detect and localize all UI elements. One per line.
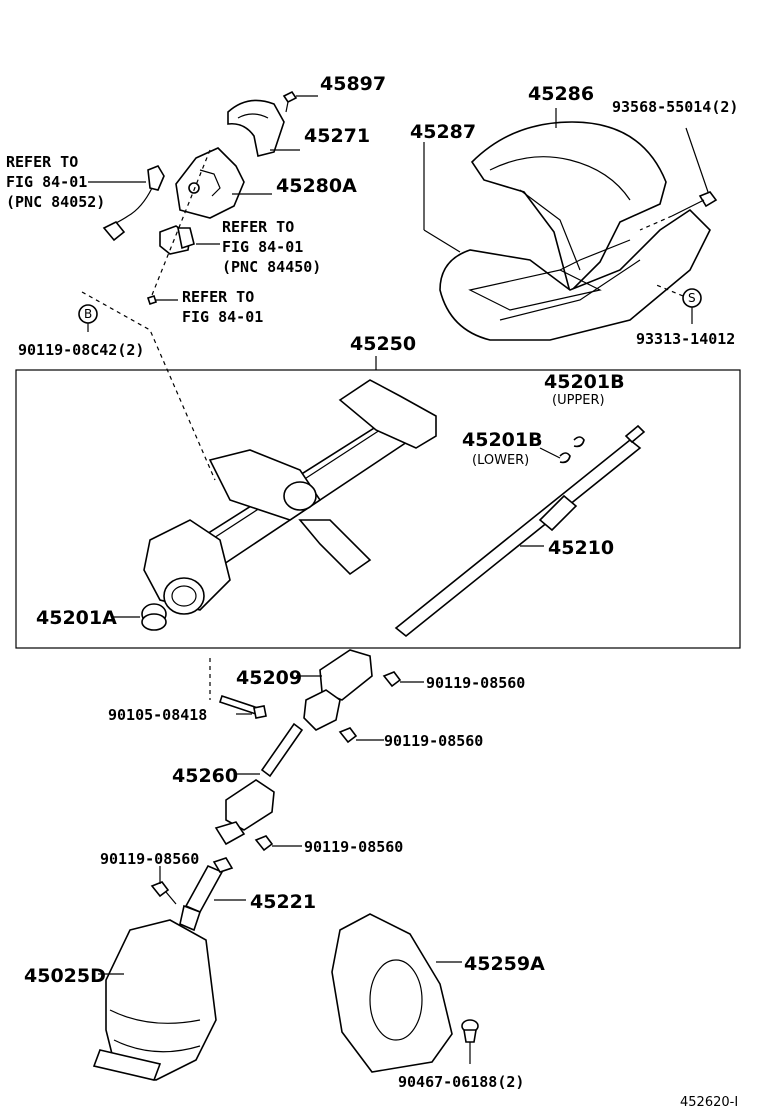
part-45280A-switch [175, 147, 272, 219]
label-45287: 45287 [410, 121, 476, 143]
label-90119-08560-b: 90119-08560 [384, 732, 483, 750]
label-upper: (UPPER) [552, 393, 605, 408]
refer-note-2-line2: FIG 84-01 [222, 238, 303, 256]
part-45250-column-tube [143, 379, 437, 615]
label-93313-14012: 93313-14012 [636, 330, 735, 348]
marker-b [78, 304, 98, 332]
refer-note-2-line1: REFER TO [222, 218, 294, 236]
refer-note-3-line2: FIG 84-01 [182, 308, 263, 326]
part-small-screw [146, 294, 178, 306]
part-45201A-bushing [112, 603, 167, 631]
label-90119-08560-d: 90119-08560 [100, 850, 199, 868]
part-wire-sensor [88, 165, 165, 242]
part-90467-06188-clip [461, 1019, 479, 1064]
part-90119-08560-bolt-d [150, 866, 177, 905]
refer-note-1-line3: (PNC 84052) [6, 193, 105, 211]
part-45210-main-shaft [394, 424, 646, 638]
label-45897: 45897 [320, 73, 386, 95]
label-90119-08C42: 90119-08C42(2) [18, 341, 144, 359]
label-45209: 45209 [236, 667, 302, 689]
label-45250: 45250 [350, 333, 416, 355]
diagram-id: 452620-I [680, 1095, 738, 1110]
part-93568-screw [639, 127, 718, 231]
guide-line-1 [149, 149, 211, 301]
label-45201B-lower: 45201B [462, 429, 543, 451]
refer-note-1-line1: REFER TO [6, 153, 78, 171]
label-90105-08418: 90105-08418 [108, 706, 207, 724]
label-45221: 45221 [250, 891, 316, 913]
label-45210: 45210 [548, 537, 614, 559]
label-45259A: 45259A [464, 953, 545, 975]
part-90119-08560-bolt-a [382, 671, 424, 688]
label-90119-08560-c: 90119-08560 [304, 838, 403, 856]
part-45221-yoke [179, 857, 246, 932]
marker-s-letter: S [688, 291, 696, 305]
part-45259A-cover [331, 913, 462, 1073]
label-45271: 45271 [304, 125, 370, 147]
part-45897-screw [282, 90, 318, 113]
marker-s [653, 283, 702, 324]
marker-b-letter: B [84, 307, 92, 321]
label-45025D: 45025D [24, 965, 106, 987]
refer-note-2-line3: (PNC 84450) [222, 258, 321, 276]
part-45287-lower-cover [423, 142, 711, 341]
label-90119-08560-a: 90119-08560 [426, 674, 525, 692]
refer-note-3-line1: REFER TO [182, 288, 254, 306]
label-45260: 45260 [172, 765, 238, 787]
label-90467-06188: 90467-06188(2) [398, 1073, 524, 1091]
guide-line-b [81, 291, 216, 481]
part-90105-08418-bolt [218, 694, 267, 719]
part-45201B-upper-bushing [573, 436, 585, 448]
label-93568-55014: 93568-55014(2) [612, 98, 738, 116]
label-45280A: 45280A [276, 175, 357, 197]
part-45286-upper-cover [470, 108, 667, 294]
label-45201A: 45201A [36, 607, 117, 629]
part-90119-08560-bolt-b [338, 727, 384, 744]
part-45025D-boot [92, 919, 217, 1081]
part-45260-intermediate-shaft [214, 722, 304, 846]
refer-note-1-line2: FIG 84-01 [6, 173, 87, 191]
part-switch-connector [159, 225, 220, 255]
label-45286: 45286 [528, 83, 594, 105]
part-45201B-lower-bushing [539, 447, 571, 464]
part-45271-cover [227, 99, 300, 157]
part-90119-08560-bolt-c [254, 835, 302, 852]
label-lower: (LOWER) [472, 453, 529, 468]
label-45201B-upper: 45201B [544, 371, 625, 393]
part-45209-universal-joint [296, 649, 373, 731]
assembly-box-45250 [15, 369, 741, 649]
